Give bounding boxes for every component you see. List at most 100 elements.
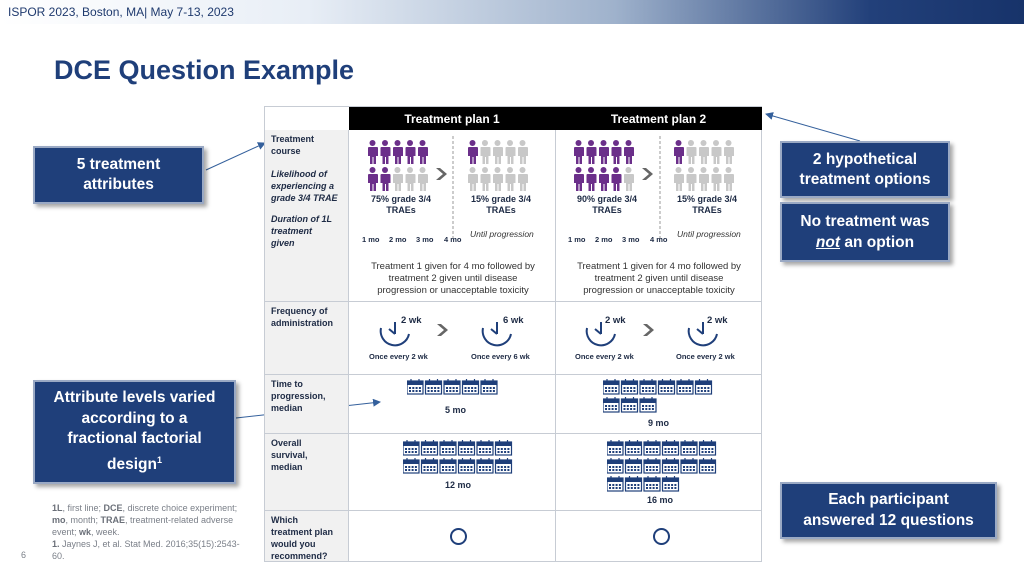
calendar-icon — [643, 440, 661, 456]
conference-label: ISPOR 2023, Boston, MA| May 7-13, 2023 — [8, 5, 234, 19]
callout-text: design — [107, 456, 157, 474]
def: , week. — [91, 527, 120, 537]
callout-rest: an option — [840, 234, 915, 251]
calendar-icon — [620, 379, 639, 395]
abbr: wk — [79, 527, 92, 537]
footnote: 1L, first line; DCE, discrete choice exp… — [52, 502, 252, 562]
abbr: TRAE — [100, 515, 126, 525]
label-ttp: Time to progression, median — [265, 375, 348, 417]
month-tick: 1 mo — [568, 235, 586, 244]
note-line: progression or unacceptable toxicity — [377, 285, 529, 296]
calendar-icon — [661, 440, 680, 456]
calendar-icon — [494, 440, 513, 456]
person-icon — [686, 140, 697, 164]
person-icon-trae — [468, 140, 478, 164]
label-line: recommend? — [271, 551, 328, 561]
person-icon — [699, 140, 709, 164]
calendar-icon — [607, 476, 624, 492]
superscript: 1 — [156, 454, 162, 465]
callout-line: not an option — [816, 232, 914, 253]
calendar-icon — [420, 458, 439, 474]
p2-freq-a-wk: 2 wk — [605, 315, 626, 326]
page-number: 6 — [21, 550, 27, 560]
caption-line: TRAEs — [692, 205, 722, 215]
callout-attribute-levels: Attribute levels varied according to a f… — [33, 380, 236, 484]
label-line: Which — [271, 515, 298, 525]
label-line: median — [271, 403, 303, 413]
comparison-table: Treatment plan 1 Treatment plan 2 Treatm… — [264, 106, 762, 562]
calendar-icon — [457, 440, 476, 456]
p1-os-calendar-grid — [403, 440, 513, 474]
note-line: progression or unacceptable toxicity — [583, 285, 735, 296]
calendar-icon — [603, 379, 620, 395]
ref-number: 1. — [52, 539, 60, 549]
callout-line: Each participant — [828, 491, 949, 508]
label-line: survival, — [271, 450, 308, 460]
calendar-icon — [661, 476, 680, 492]
arrow-options — [765, 112, 861, 142]
calendar-icon — [476, 440, 494, 456]
not-emphasis: not — [815, 234, 841, 251]
person-icon — [480, 140, 491, 164]
month-tick: 4 mo — [650, 235, 668, 244]
caption-line: 90% grade 3/4 — [576, 194, 638, 204]
header-bar: ISPOR 2023, Boston, MA| May 7-13, 2023 — [0, 0, 1024, 24]
label-cell-course: Treatment course Likelihood of experienc… — [265, 130, 349, 301]
p2-course-note: Treatment 1 given for 4 mo followed by t… — [561, 261, 757, 297]
label-duration: Duration of 1L treatment given — [265, 207, 348, 252]
chevron-right-icon — [642, 168, 653, 180]
caption-line: 15% grade 3/4 — [676, 194, 738, 204]
person-icon-trae — [380, 140, 391, 164]
person-icon — [699, 167, 709, 191]
caption-line: TRAEs — [592, 205, 622, 215]
person-icon — [624, 167, 634, 191]
p1-ttp-value: 5 mo — [445, 405, 467, 415]
clock-icon — [585, 322, 616, 347]
label-frequency: Frequency of administration — [265, 302, 348, 332]
label-line: treatment plan — [271, 527, 334, 537]
callout-line: design1 — [107, 450, 162, 476]
plan-2-radio[interactable] — [653, 528, 670, 545]
label-os: Overall survival, median — [265, 434, 348, 476]
calendar-icon — [439, 440, 457, 456]
def: , discrete choice experiment; — [122, 503, 238, 513]
calendar-icon — [607, 458, 624, 474]
person-icon-trae — [574, 167, 584, 191]
p2-trae-b: 15% grade 3/4 TRAEs — [667, 194, 747, 216]
label-line: progression, — [271, 391, 326, 401]
label-line: Likelihood of — [271, 169, 327, 179]
column-divider — [555, 130, 556, 561]
p1-course-note: Treatment 1 given for 4 mo followed by t… — [355, 261, 551, 297]
label-line: grade 3/4 TRAE — [271, 193, 338, 203]
label-which: Which treatment plan would you recommend… — [265, 511, 348, 565]
person-icon — [405, 167, 416, 191]
row-divider — [265, 374, 762, 375]
month-tick: 2 mo — [595, 235, 613, 244]
label-line: experiencing a — [271, 181, 335, 191]
clock-icon — [687, 322, 718, 347]
plan-1-radio[interactable] — [450, 528, 467, 545]
calendar-icon — [680, 440, 698, 456]
callout-hypothetical-options: 2 hypothetical treatment options — [780, 141, 950, 198]
callout-line: according to a — [81, 409, 188, 427]
label-course: Treatment course — [265, 130, 348, 160]
callout-line: No treatment was — [800, 213, 930, 230]
month-tick: 1 mo — [362, 235, 380, 244]
label-line: administration — [271, 318, 334, 328]
p1-freq-b-wk: 6 wk — [503, 315, 524, 326]
calendar-icon — [457, 458, 476, 474]
person-icon — [711, 167, 722, 191]
person-icon-trae — [611, 167, 622, 191]
row-divider — [265, 301, 762, 302]
calendar-icon — [639, 397, 657, 413]
abbr: 1L — [52, 503, 63, 513]
person-icon — [518, 167, 528, 191]
person-icon-trae — [574, 140, 584, 164]
calendar-icon — [624, 440, 643, 456]
caption-line: 15% grade 3/4 — [470, 194, 532, 204]
calendar-icon — [624, 476, 643, 492]
person-icon-trae — [368, 140, 378, 164]
month-tick: 4 mo — [444, 235, 462, 244]
label-cell-which: Which treatment plan would you recommend… — [265, 511, 349, 561]
label-line: Frequency of — [271, 306, 328, 316]
